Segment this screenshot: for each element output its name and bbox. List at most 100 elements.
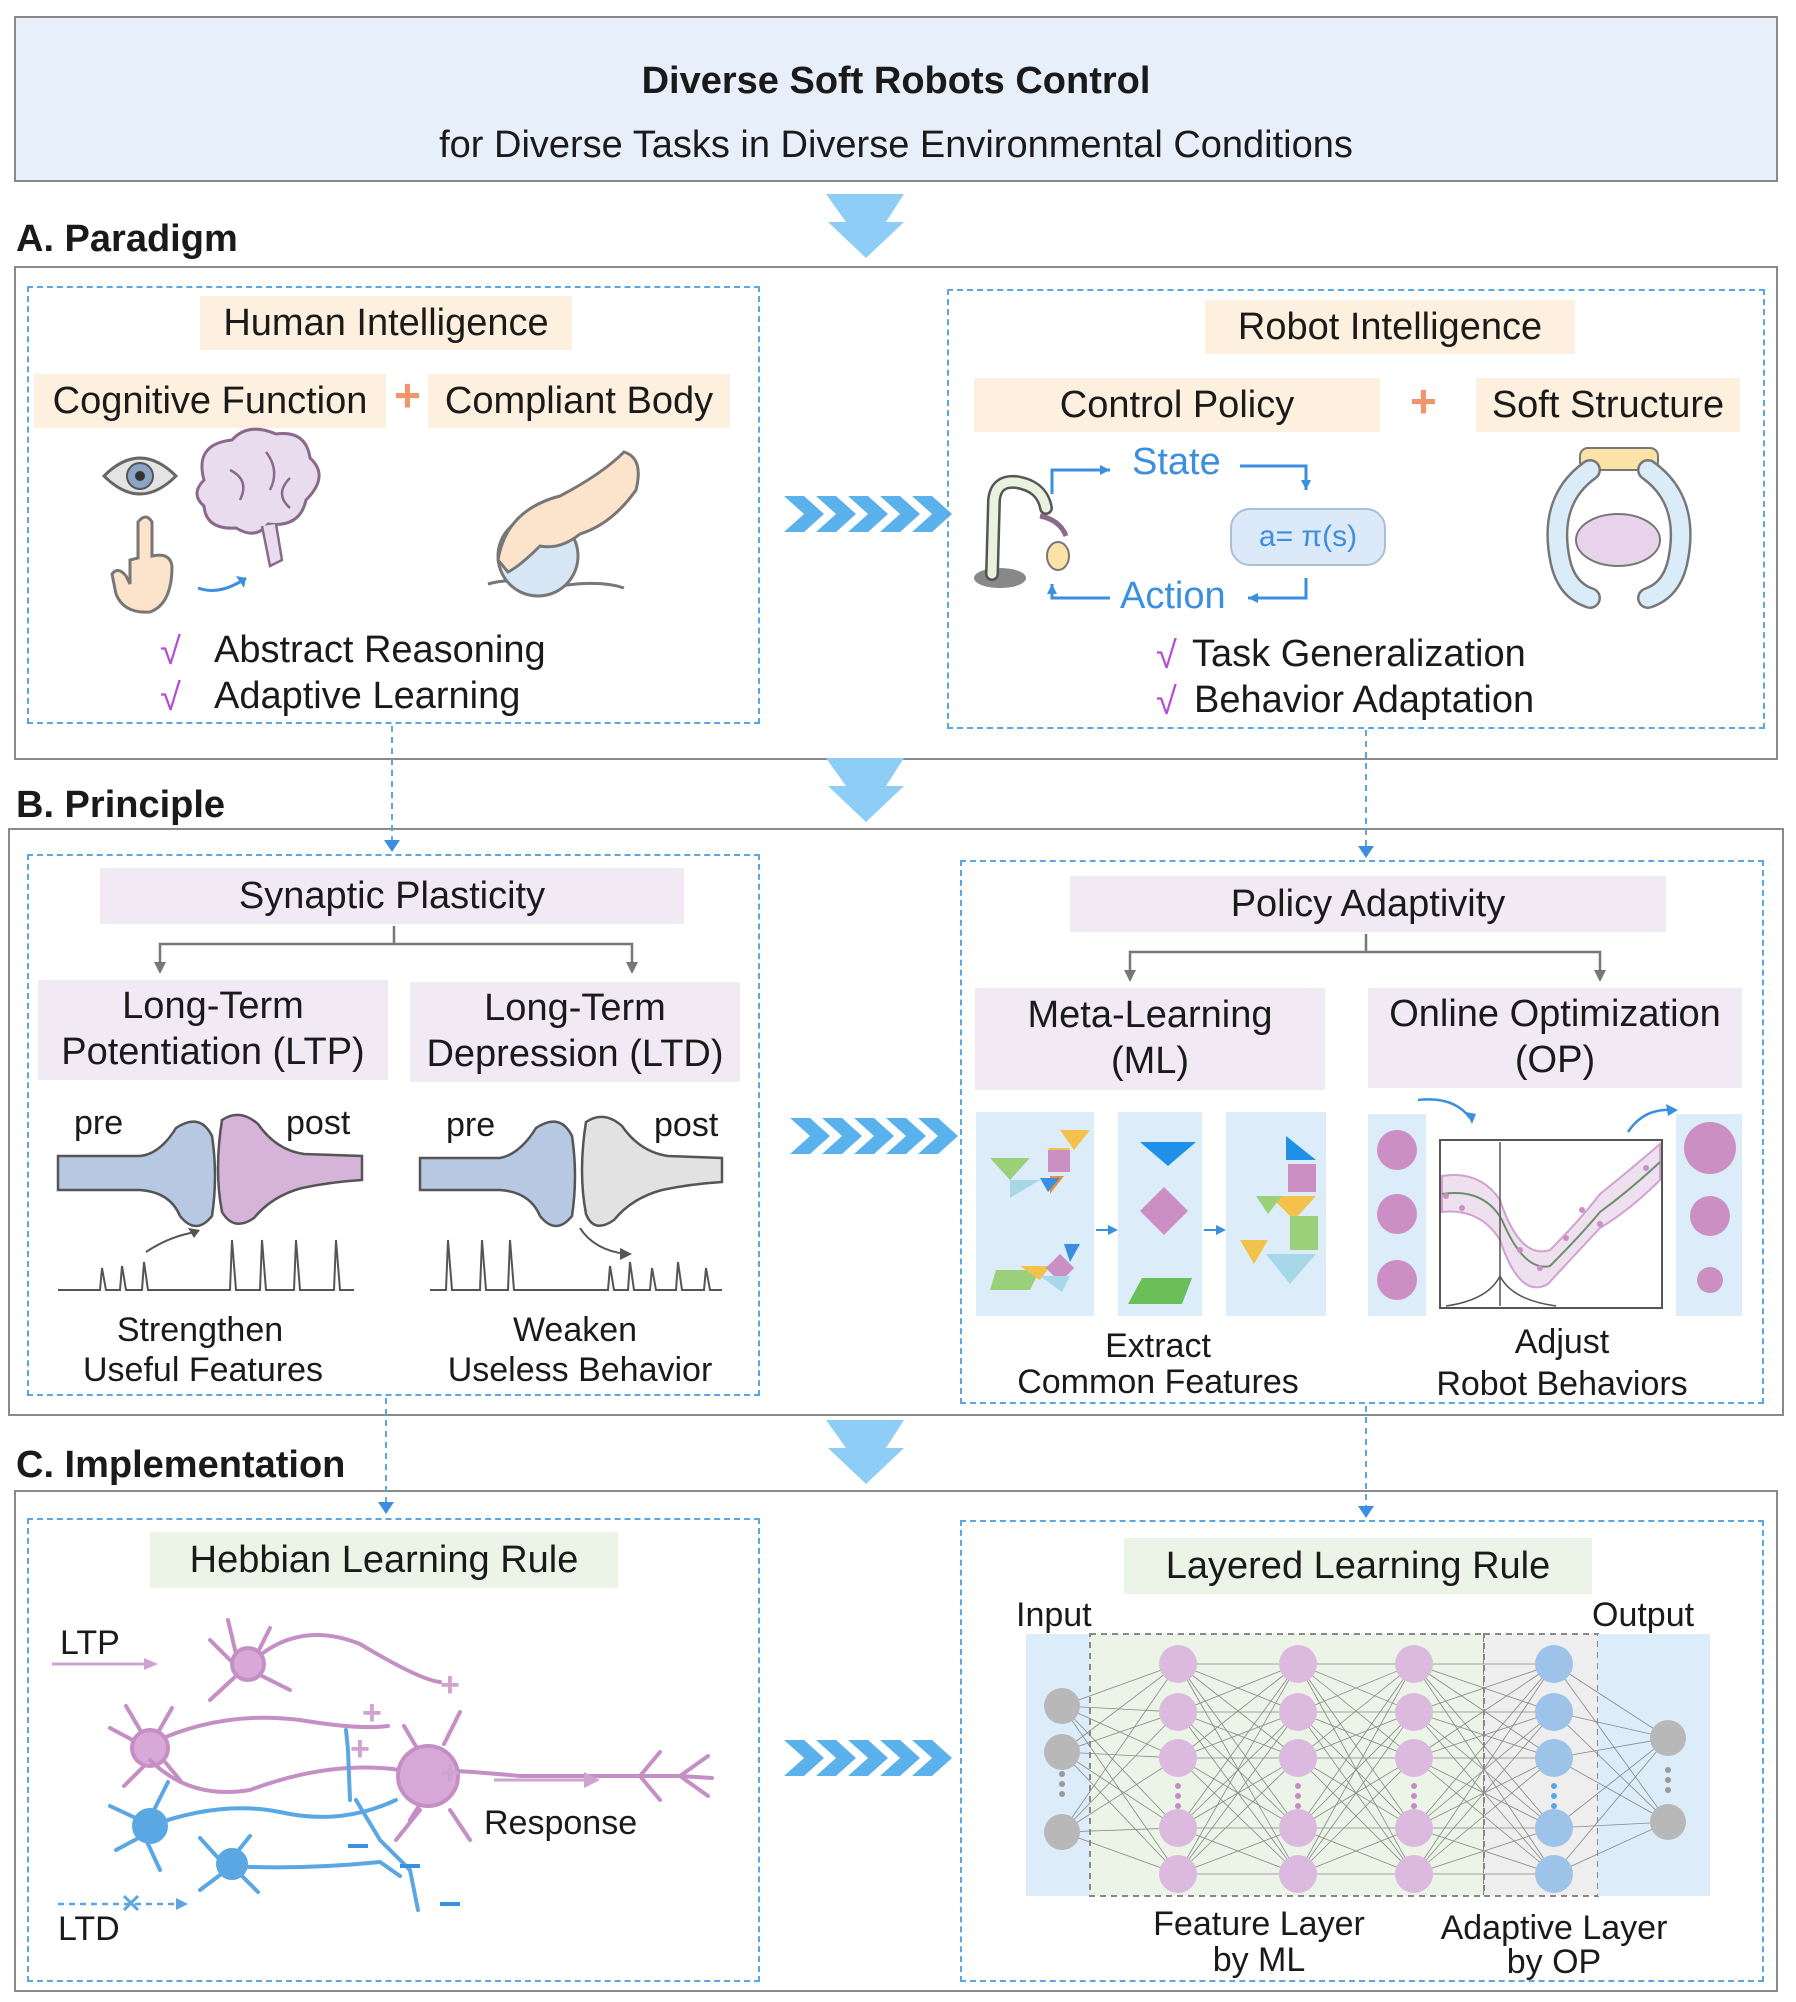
network-node [1159, 1645, 1197, 1683]
hand-on-ball-icon [487, 450, 640, 598]
network-edge [1177, 1663, 1299, 1875]
hebbian-neuron-network: + + + + [52, 1618, 714, 1912]
response-label: Response [484, 1804, 638, 1842]
chevron-arrows-icon [790, 1118, 958, 1154]
layered-learning-rule-label: Layered Learning Rule [1124, 1538, 1592, 1594]
network-edge [1177, 1663, 1299, 1759]
network-node [1395, 1645, 1433, 1683]
plus-icon: + [394, 369, 421, 421]
svg-text:+: + [440, 1754, 460, 1792]
adaptive-learning-text: Adaptive Learning [214, 675, 521, 717]
check-icon: √ [160, 631, 181, 673]
post-label: post [286, 1104, 351, 1142]
human-intelligence-panel [27, 286, 760, 724]
ltp-caption-line1: Strengthen [116, 1311, 284, 1349]
input-label: Input [1016, 1596, 1092, 1634]
network-edge [1413, 1711, 1555, 1759]
network-edge [1061, 1705, 1179, 1713]
section-c-heading: C. Implementation [16, 1444, 346, 1486]
network-edge [1297, 1663, 1415, 1759]
network-edge [1177, 1827, 1299, 1875]
network-node [1279, 1855, 1317, 1893]
network-edge [1177, 1711, 1299, 1759]
network-node [1395, 1855, 1433, 1893]
network-node [1044, 1688, 1080, 1724]
network-edge [1061, 1751, 1179, 1829]
network-edge [1413, 1711, 1555, 1829]
network-edge [1177, 1757, 1299, 1875]
hebbian-learning-rule-label: Hebbian Learning Rule [150, 1532, 618, 1588]
network-edge [1177, 1711, 1299, 1829]
network-node [1535, 1693, 1573, 1731]
network-edge [1297, 1663, 1415, 1829]
network-edge [1061, 1711, 1179, 1753]
network-edge [1553, 1737, 1669, 1875]
network-node [1535, 1645, 1573, 1683]
robot-intelligence-panel [947, 289, 1765, 729]
pre-label: pre [446, 1106, 496, 1144]
ltd-input-label: LTD [58, 1910, 120, 1948]
post-label: post [654, 1106, 719, 1144]
ellipsis-dot [1059, 1791, 1065, 1797]
ltd-caption-line1: Weaken [512, 1311, 638, 1349]
network-node [1395, 1809, 1433, 1847]
network-node [1279, 1693, 1317, 1731]
network-node [1279, 1739, 1317, 1777]
brain-icon [195, 427, 321, 568]
network-edge [1413, 1757, 1555, 1875]
chevron-arrows-icon [784, 496, 952, 532]
ellipsis-dot [1411, 1793, 1417, 1799]
page-title: Diverse Soft Robots Control [641, 60, 1151, 102]
svg-text:+: + [350, 1730, 370, 1768]
network-edge [1413, 1663, 1555, 1829]
compliant-body-label: Compliant Body [428, 374, 730, 428]
policy-adaptivity-panel [960, 860, 1764, 1404]
ltd-caption-line2: Useless Behavior [447, 1351, 713, 1389]
network-edge [1413, 1663, 1555, 1759]
network-edge [1553, 1711, 1669, 1739]
synaptic-plasticity-label: Synaptic Plasticity [100, 868, 684, 924]
robot-intelligence-label: Robot Intelligence [1205, 300, 1575, 354]
ltp-caption-line2: Useful Features [83, 1351, 323, 1389]
soft-gripper-icon [1546, 447, 1692, 609]
ellipsis-dot [1059, 1771, 1065, 1777]
feature-layer-caption-line1: Feature Layer [1153, 1905, 1365, 1943]
op-caption-line2: Robot Behaviors [1436, 1365, 1688, 1403]
network-node [1650, 1804, 1686, 1840]
ltp-spike-train [58, 1239, 354, 1291]
layered-network-diagram [1026, 1633, 1710, 1897]
network-node [1279, 1809, 1317, 1847]
ellipsis-dot [1665, 1777, 1671, 1783]
adaptive-layer-caption-line1: Adaptive Layer [1440, 1909, 1668, 1947]
network-edge [1297, 1711, 1415, 1829]
network-node [1279, 1645, 1317, 1683]
network-edge [1297, 1827, 1415, 1875]
check-icon: √ [1156, 635, 1177, 677]
section-b-heading: B. Principle [16, 784, 226, 826]
network-edge [1297, 1757, 1415, 1875]
network-edge [1061, 1831, 1179, 1875]
section-b-frame [8, 828, 1784, 1416]
eye-icon [101, 456, 179, 496]
policy-adaptivity-label: Policy Adaptivity [1070, 876, 1666, 932]
network-edge [1553, 1821, 1669, 1875]
network-edge [1061, 1705, 1179, 1829]
network-edge [1413, 1711, 1555, 1875]
tangram-panels [976, 1112, 1326, 1316]
ellipsis-dot [1551, 1783, 1557, 1789]
network-node [1395, 1693, 1433, 1731]
network-edge [1177, 1663, 1299, 1713]
network-edge [1553, 1821, 1669, 1829]
network-edge [1061, 1663, 1179, 1753]
ellipsis-dot [1175, 1793, 1181, 1799]
section-down-arrows [826, 194, 904, 1484]
section-c-frame [14, 1490, 1778, 1992]
adaptive-layer-caption-line2: by OP [1506, 1943, 1602, 1981]
plus-icon: + [1410, 375, 1437, 427]
ellipsis-dot [1175, 1803, 1181, 1809]
check-icon: √ [160, 677, 181, 719]
behavior-adaptation-text: Behavior Adaptation [1194, 679, 1535, 721]
network-node [1044, 1734, 1080, 1770]
ml-caption-line1: Extract [1105, 1327, 1211, 1365]
